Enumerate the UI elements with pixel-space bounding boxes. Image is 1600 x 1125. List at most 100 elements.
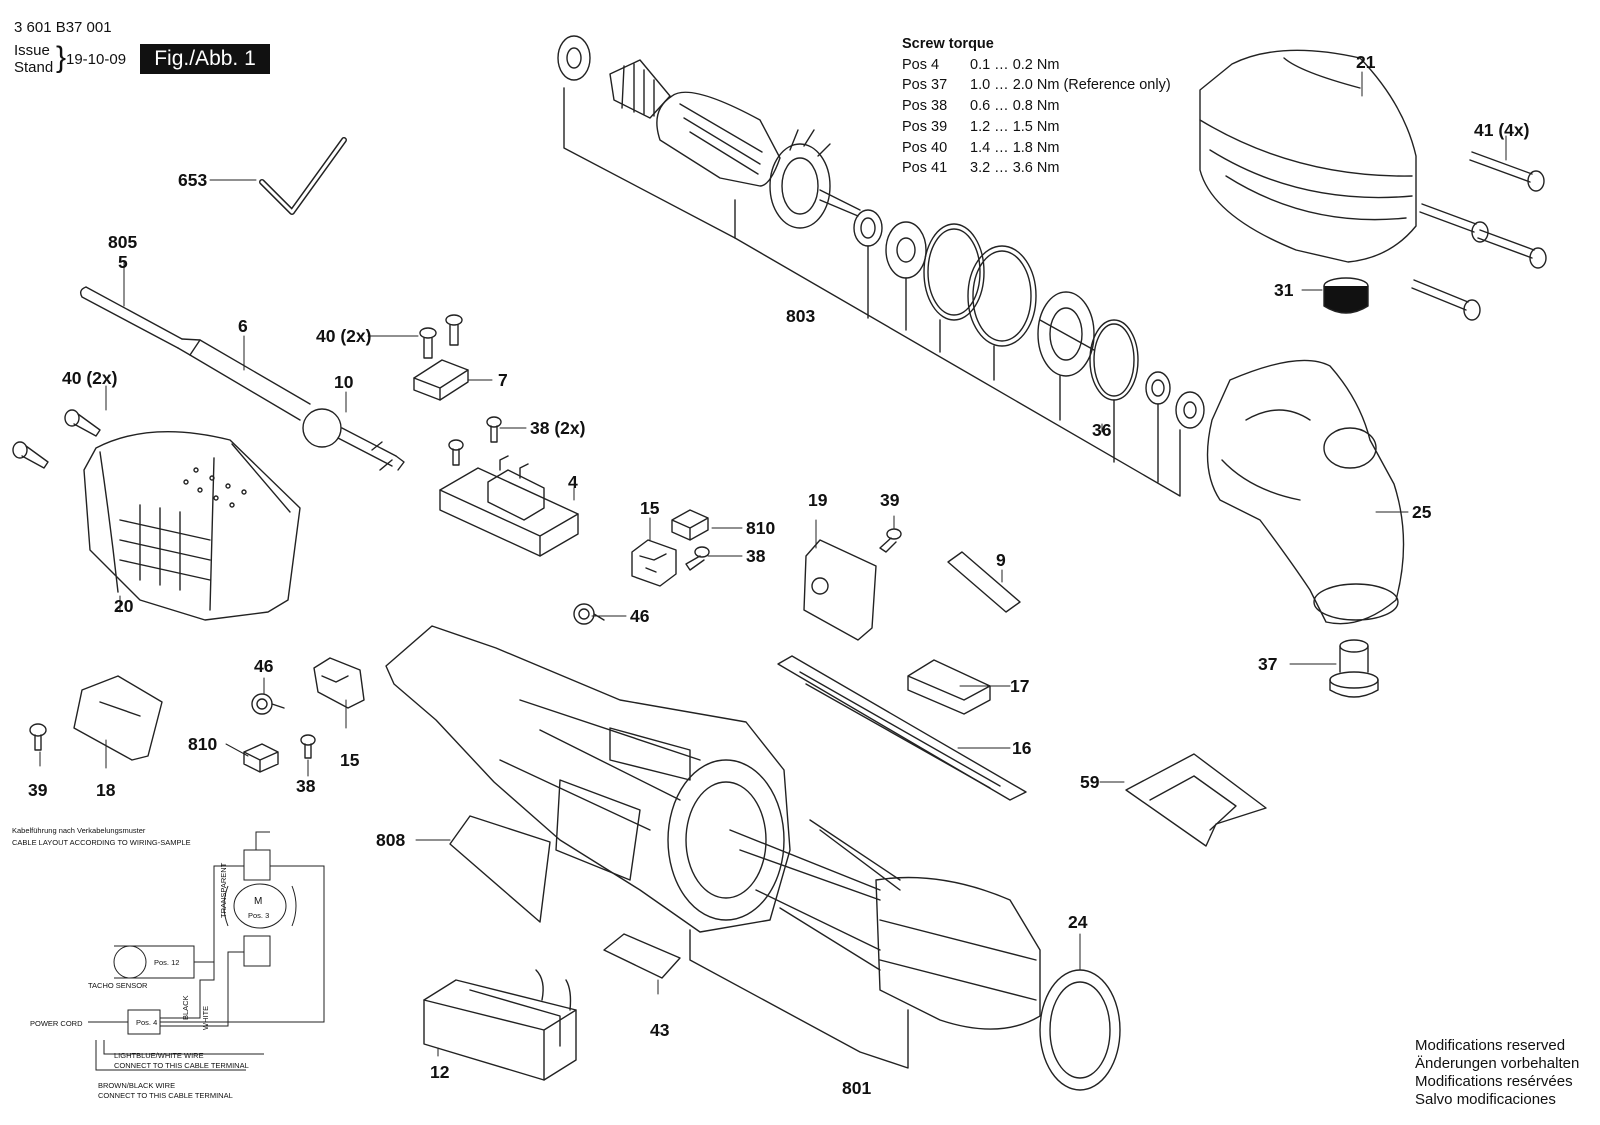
label-6: 6 bbox=[238, 316, 248, 336]
torque-value: 0.1 … 0.2 Nm bbox=[970, 56, 1060, 73]
motor-pos: Pos. 3 bbox=[248, 911, 269, 920]
part-59 bbox=[1125, 753, 1267, 847]
label-810-top: 810 bbox=[746, 518, 775, 538]
issue-brace: } bbox=[56, 41, 67, 74]
leader-803-tail bbox=[734, 237, 1181, 497]
label-17: 17 bbox=[1010, 676, 1029, 696]
note2-line1: BROWN/BLACK WIRE bbox=[98, 1081, 175, 1090]
brush-holder-15-top bbox=[631, 539, 677, 587]
figure-label: Fig./Abb. 1 bbox=[140, 44, 270, 74]
screw-40-top bbox=[419, 314, 463, 359]
stator-801 bbox=[729, 819, 1041, 1030]
modifications-de: Änderungen vorbehalten bbox=[1415, 1055, 1580, 1072]
torque-row: Pos 4 0.1 … 0.2 Nm bbox=[902, 55, 1171, 76]
label-653: 653 bbox=[178, 170, 207, 190]
label-40-left: 40 (2x) bbox=[62, 368, 117, 388]
torque-value: 0.6 … 0.8 Nm bbox=[970, 98, 1060, 115]
torque-value: 1.4 … 1.8 Nm bbox=[970, 139, 1060, 156]
screw-38-bottom bbox=[300, 734, 316, 759]
note1-line2: CONNECT TO THIS CABLE TERMINAL bbox=[114, 1061, 249, 1070]
power-cord: POWER CORD bbox=[30, 1019, 83, 1028]
torque-pos: Pos 38 bbox=[902, 98, 948, 115]
label-7: 7 bbox=[498, 370, 508, 390]
label-38-pair: 38 (2x) bbox=[530, 418, 585, 438]
torque-pos: Pos 4 bbox=[902, 56, 940, 73]
label-18: 18 bbox=[96, 780, 116, 800]
motor-m: M bbox=[254, 896, 262, 907]
leader-801 bbox=[689, 929, 909, 1069]
torque-pos: Pos 41 bbox=[902, 160, 948, 177]
modifications-es: Salvo modificaciones bbox=[1415, 1091, 1556, 1108]
switch-pos: Pos. 4 bbox=[136, 1018, 157, 1027]
label-37: 37 bbox=[1258, 654, 1277, 674]
white-label: WHITE bbox=[201, 1006, 210, 1030]
modifications-en: Modifications reserved bbox=[1415, 1037, 1566, 1054]
label-10: 10 bbox=[334, 372, 354, 392]
brush-holder-15-bottom bbox=[313, 657, 365, 709]
armature-assembly-803 bbox=[557, 35, 861, 229]
black-label: BLACK bbox=[181, 995, 190, 1020]
leader-803 bbox=[563, 87, 736, 239]
spring-46-bottom bbox=[251, 693, 285, 715]
torque-row: Pos 40 1.4 … 1.8 Nm bbox=[902, 138, 1171, 159]
note1-line1: LIGHTBLUE/WHITE WIRE bbox=[114, 1051, 204, 1060]
ring-24 bbox=[1039, 969, 1121, 1091]
label-41: 41 (4x) bbox=[1474, 120, 1529, 140]
wiring-diagram bbox=[88, 831, 325, 1071]
part-18 bbox=[73, 675, 163, 761]
label-39-top: 39 bbox=[880, 490, 900, 510]
label-19: 19 bbox=[808, 490, 828, 510]
screw-38-pair bbox=[448, 416, 502, 466]
label-12: 12 bbox=[430, 1062, 450, 1082]
label-40-top: 40 (2x) bbox=[316, 326, 371, 346]
sensor-pos: Pos. 12 bbox=[154, 958, 179, 967]
label-43: 43 bbox=[650, 1020, 670, 1040]
bearing-rings bbox=[853, 209, 1205, 483]
screw-39-bottom bbox=[29, 723, 47, 751]
issue-label: Issue bbox=[14, 42, 50, 59]
label-4: 4 bbox=[568, 472, 578, 492]
part-43 bbox=[603, 933, 681, 979]
label-25: 25 bbox=[1412, 502, 1432, 522]
part-17 bbox=[907, 659, 991, 715]
main-housing bbox=[385, 625, 791, 933]
label-808 bbox=[449, 815, 551, 923]
label-31: 31 bbox=[1274, 280, 1294, 300]
screw-40-left bbox=[12, 409, 101, 469]
part-12 bbox=[423, 969, 577, 1081]
spring-46-top bbox=[573, 603, 605, 625]
drive-shaft-part bbox=[79, 286, 405, 471]
label-20: 20 bbox=[114, 596, 134, 616]
label-810-bottom: 810 bbox=[188, 734, 217, 754]
cap-31 bbox=[1323, 277, 1369, 314]
label-38-bottom: 38 bbox=[296, 776, 316, 796]
doc-number: 3 601 B37 001 bbox=[14, 19, 112, 36]
label-808: 808 bbox=[376, 830, 405, 850]
transparent-label: TRANSPARENT bbox=[219, 862, 228, 918]
label-805: 805 bbox=[108, 232, 137, 252]
label-15-bottom: 15 bbox=[340, 750, 360, 770]
screw-39-top bbox=[879, 528, 902, 553]
label-39-bottom: 39 bbox=[28, 780, 48, 800]
label-46-top: 46 bbox=[630, 606, 650, 626]
label-21: 21 bbox=[1356, 52, 1376, 72]
switch-part-4 bbox=[439, 455, 579, 557]
label-5: 5 bbox=[118, 252, 128, 272]
label-803: 803 bbox=[786, 306, 815, 326]
carbon-brush-810-bottom bbox=[243, 743, 279, 773]
housing-shell-20 bbox=[83, 430, 301, 621]
hex-key-part bbox=[259, 137, 347, 215]
clamp-block-part bbox=[413, 359, 469, 401]
label-38-single: 38 bbox=[746, 546, 766, 566]
modifications-fr: Modifications resérvées bbox=[1415, 1073, 1573, 1090]
torque-pos: Pos 40 bbox=[902, 139, 948, 156]
modifications-notice: Modifications reserved Änderungen vorbeh… bbox=[1415, 1037, 1579, 1109]
label-59: 59 bbox=[1080, 772, 1100, 792]
stand-label: Stand bbox=[14, 59, 54, 76]
torque-value: 1.2 … 1.5 Nm bbox=[970, 118, 1060, 135]
part-labels: 653 805 5 6 40 (2x) 7 10 40 (2x) 38 (2x)… bbox=[28, 52, 1529, 1098]
tacho-sensor: TACHO SENSOR bbox=[88, 981, 148, 990]
torque-pos: Pos 37 bbox=[902, 77, 948, 94]
